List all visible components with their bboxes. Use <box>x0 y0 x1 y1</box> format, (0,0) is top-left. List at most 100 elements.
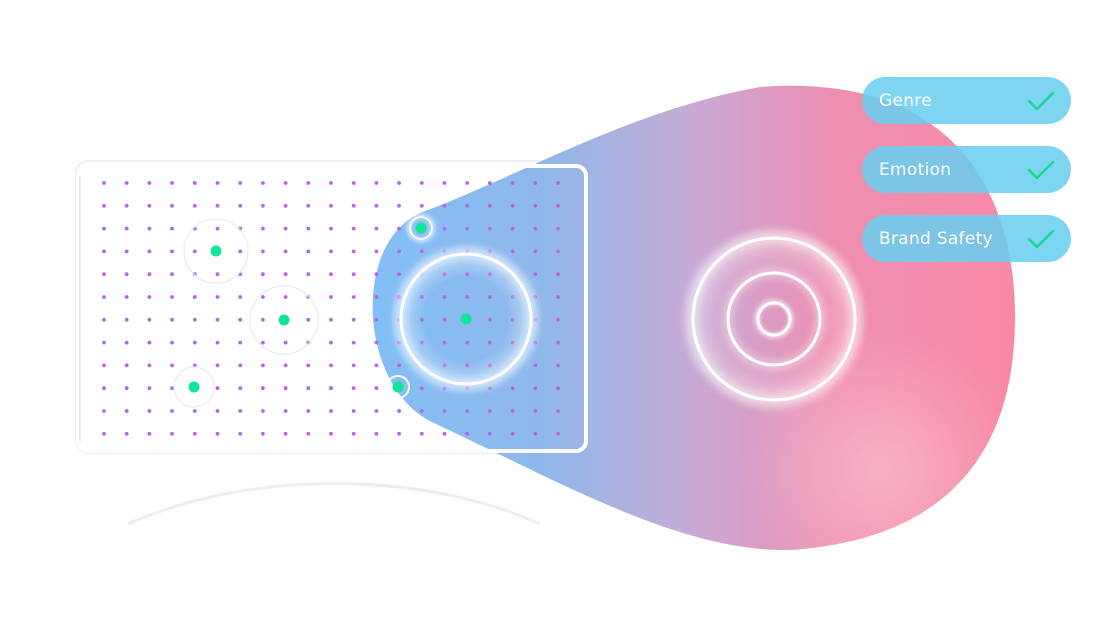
grid-dot <box>306 363 311 368</box>
grid-dot <box>283 409 288 413</box>
grid-dot <box>102 317 106 322</box>
grid-dot <box>170 431 175 436</box>
marker-ring-top-line <box>409 216 433 240</box>
grid-dot <box>215 431 220 436</box>
marker-dot <box>210 245 222 257</box>
grid-dot <box>419 203 424 208</box>
grid-dot <box>533 363 538 368</box>
grid-dot <box>102 272 106 277</box>
grid-dot <box>215 317 220 322</box>
grid-dot <box>488 431 492 436</box>
grid-dot <box>192 317 197 322</box>
grid-dot <box>397 249 401 254</box>
grid-dot <box>170 340 175 345</box>
grid-dot <box>419 431 424 436</box>
grid-dot <box>556 203 560 208</box>
check-icon <box>1027 91 1055 110</box>
grid-dot <box>510 386 515 391</box>
grid-dot <box>329 203 333 208</box>
grid-dot <box>556 272 560 277</box>
grid-dot <box>283 249 288 254</box>
grid-dot <box>124 295 129 299</box>
grid-dot <box>238 203 243 208</box>
grid-dot <box>261 226 265 231</box>
marker-dot <box>460 313 472 325</box>
grid-dot <box>329 226 333 231</box>
grid-dot <box>170 249 175 254</box>
grid-dot <box>238 317 243 322</box>
grid-dot <box>351 272 356 277</box>
grid-dot <box>238 363 243 368</box>
grid-dot <box>397 181 401 185</box>
grid-dot <box>556 295 560 299</box>
grid-dot <box>102 181 106 185</box>
grid-dot <box>170 295 175 299</box>
grid-dot <box>329 317 333 322</box>
grid-dot <box>283 181 288 185</box>
grid-dot <box>261 203 265 208</box>
grid-dot <box>419 181 424 185</box>
grid-dot <box>510 203 515 208</box>
grid-dot <box>465 181 470 185</box>
grid-dot <box>329 181 333 185</box>
grid-dot <box>147 386 152 391</box>
grid-dot <box>170 203 175 208</box>
grid-dot <box>374 317 379 322</box>
grid-dot <box>283 363 288 368</box>
grid-dot <box>465 226 470 231</box>
grid-dot <box>533 431 538 436</box>
grid-dot <box>329 409 333 413</box>
grid-dot <box>465 203 470 208</box>
grid-dot <box>283 386 288 391</box>
grid-dot <box>329 363 333 368</box>
grid-dot <box>465 431 470 436</box>
grid-dot <box>261 386 265 391</box>
grid-dot <box>397 272 401 277</box>
grid-dot <box>306 249 311 254</box>
grid-dot <box>329 386 333 391</box>
grid-dot <box>556 431 560 436</box>
grid-dot <box>351 226 356 231</box>
grid-dot <box>215 340 220 345</box>
grid-dot <box>556 340 560 345</box>
marker-dot <box>392 381 404 393</box>
grid-dot <box>238 386 243 391</box>
grid-dot <box>488 181 492 185</box>
marker-dot <box>278 314 290 326</box>
grid-dot <box>215 272 220 277</box>
grid-dot <box>102 295 106 299</box>
grid-dot <box>488 203 492 208</box>
grid-dot <box>556 226 560 231</box>
grid-dot <box>147 226 152 231</box>
grid-dot <box>192 431 197 436</box>
grid-dot <box>192 249 197 254</box>
grid-dot <box>351 181 356 185</box>
grid-dot <box>170 226 175 231</box>
grid-dot <box>556 249 560 254</box>
grid-dot <box>374 181 379 185</box>
grid-dot <box>510 249 515 254</box>
grid-dot <box>238 249 243 254</box>
grid-dot <box>170 181 175 185</box>
grid-dot <box>215 409 220 413</box>
grid-dot <box>124 340 129 345</box>
grid-dot <box>533 181 538 185</box>
grid-dot <box>533 272 538 277</box>
grid-dot <box>238 295 243 299</box>
grid-dot <box>329 431 333 436</box>
grid-dot <box>533 386 538 391</box>
grid-dot <box>510 226 515 231</box>
grid-dot <box>170 386 175 391</box>
grid-dot <box>329 272 333 277</box>
grid-dot <box>238 431 243 436</box>
grid-dot <box>102 363 106 368</box>
grid-dot <box>306 272 311 277</box>
marker-ring-bottom <box>386 375 410 399</box>
grid-dot <box>306 203 311 208</box>
grid-dot <box>124 317 129 322</box>
grid-dot <box>102 203 106 208</box>
grid-dot <box>374 431 379 436</box>
grid-dot <box>215 363 220 368</box>
grid-dot <box>124 431 129 436</box>
grid-dot <box>192 340 197 345</box>
